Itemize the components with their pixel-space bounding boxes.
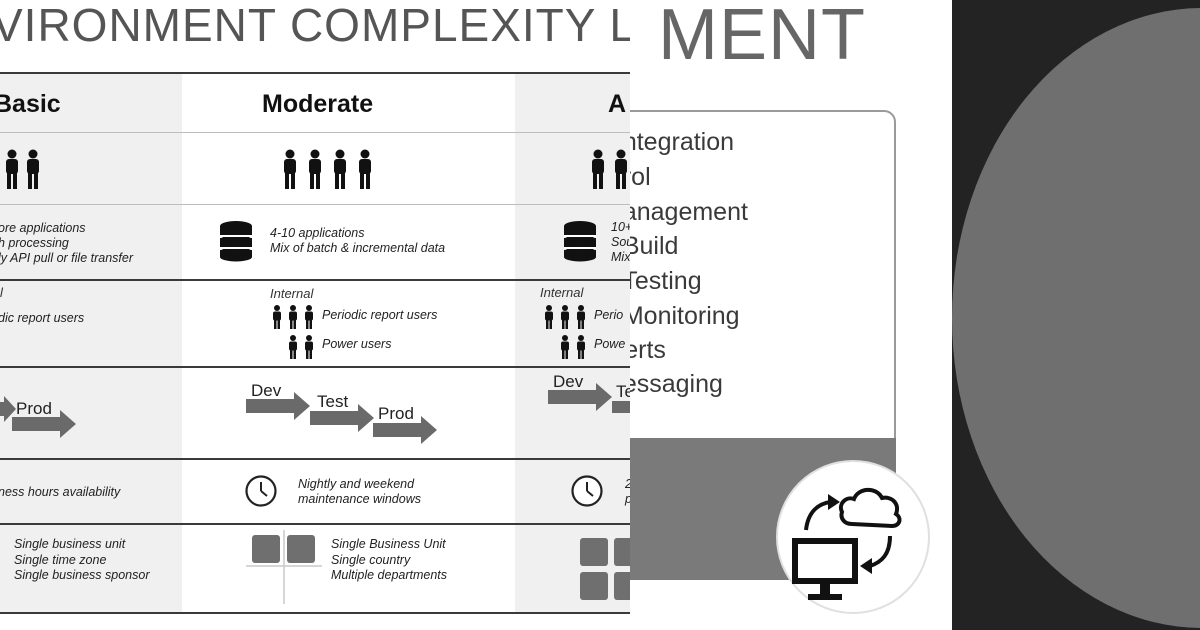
row-divider: [0, 72, 630, 74]
capability-item: d Monitoring: [630, 302, 740, 330]
basic-org-line: Single business sponsor: [14, 568, 150, 582]
basic-env-prod: Prod: [16, 399, 52, 418]
people-icon: [273, 305, 313, 329]
row-divider: [0, 458, 630, 460]
devops-title: MENT: [658, 0, 866, 75]
column-header-basic: Basic: [0, 90, 61, 118]
advanced-apps-line: 10+: [611, 220, 630, 234]
basic-apps-line: ore applications: [0, 221, 86, 235]
moderate-users-type: Internal: [270, 286, 314, 301]
decorative-circle: [952, 8, 1200, 628]
moderate-env-dev: Dev: [251, 381, 282, 400]
moderate-users-periodic: Periodic report users: [322, 308, 438, 322]
advanced-apps-line: Sou: [611, 235, 630, 249]
complexity-title: VIRONMENT COMPLEXITY LEV: [0, 0, 630, 51]
database-icon: [564, 221, 596, 262]
advanced-users-type: Internal: [540, 285, 584, 300]
clock-icon: [571, 475, 603, 507]
moderate-availability-line: maintenance windows: [298, 492, 421, 506]
capability-item: ntrol: [630, 163, 651, 191]
advanced-env-dev: Dev: [553, 372, 584, 391]
moderate-org-line: Single country: [331, 553, 411, 567]
advanced-availability-line: 2: [625, 477, 630, 492]
people-icon: [545, 305, 585, 329]
basic-org-line: Single business unit: [14, 537, 126, 551]
capability-item: Messaging: [630, 370, 723, 398]
advanced-apps-line: Mix: [611, 250, 630, 264]
cloud-sync-icon: [792, 487, 902, 600]
basic-apps-line: h processing: [0, 236, 69, 250]
moderate-env-prod: Prod: [378, 404, 414, 423]
org-grid-icon: [246, 530, 322, 604]
column-header-advanced: A: [608, 90, 627, 118]
people-icon: [289, 335, 313, 359]
moderate-org-line: Single Business Unit: [331, 537, 446, 551]
arrow-right-icon: [12, 410, 76, 438]
clock-icon: [245, 475, 277, 507]
row-divider: [0, 204, 630, 205]
row-divider: [0, 523, 630, 525]
capability-item: Management: [630, 198, 748, 226]
arrow-right-icon: [246, 392, 310, 420]
arrow-right-icon: [548, 383, 612, 411]
moderate-users-power: Power users: [322, 337, 392, 351]
capability-item: d Build: [630, 232, 679, 260]
advanced-users-periodic: Perio: [594, 308, 624, 322]
row-divider: [0, 612, 630, 614]
capability-item: ; Integration: [630, 128, 735, 156]
arrow-right-icon: [373, 416, 437, 444]
row-divider: [0, 279, 630, 281]
arrow-right-icon: [612, 401, 630, 413]
complexity-table-panel: VIRONMENT COMPLEXITY LEV Basic Moderate …: [0, 0, 630, 614]
arrow-right-icon: [310, 404, 374, 432]
moderate-apps-line: 4-10 applications: [270, 226, 365, 240]
database-icon: [220, 221, 252, 262]
org-grid-icon: [580, 538, 630, 600]
decorative-dark-panel: [952, 0, 1200, 630]
capability-item: Alerts: [630, 336, 666, 364]
devops-panel: MENT ; Integration ntrol Management d Bu…: [630, 0, 952, 630]
cloud-sync-badge: [776, 460, 930, 614]
advanced-users-power: Powe: [594, 337, 626, 351]
capability-item: d Testing: [630, 267, 702, 295]
people-icon: [284, 149, 371, 189]
people-icon: [561, 335, 585, 359]
advanced-env-test: Te: [616, 382, 630, 401]
moderate-apps-line: Mix of batch & incremental data: [270, 241, 446, 255]
basic-users: dic report users: [0, 311, 85, 325]
row-divider: [0, 366, 630, 368]
arrow-right-icon: [0, 396, 16, 422]
basic-users-type: l: [0, 285, 3, 300]
moderate-org-line: Multiple departments: [331, 568, 448, 582]
basic-availability: ness hours availability: [0, 485, 121, 499]
moderate-env-test: Test: [317, 392, 349, 411]
moderate-availability-line: Nightly and weekend: [298, 477, 415, 491]
people-icon: [6, 149, 39, 189]
people-icon: [592, 149, 627, 189]
column-header-moderate: Moderate: [262, 90, 374, 118]
row-divider: [0, 132, 630, 133]
basic-org-line: Single time zone: [14, 553, 107, 567]
basic-apps-line: ly API pull or file transfer: [0, 251, 134, 265]
advanced-availability-line: p: [625, 492, 630, 507]
